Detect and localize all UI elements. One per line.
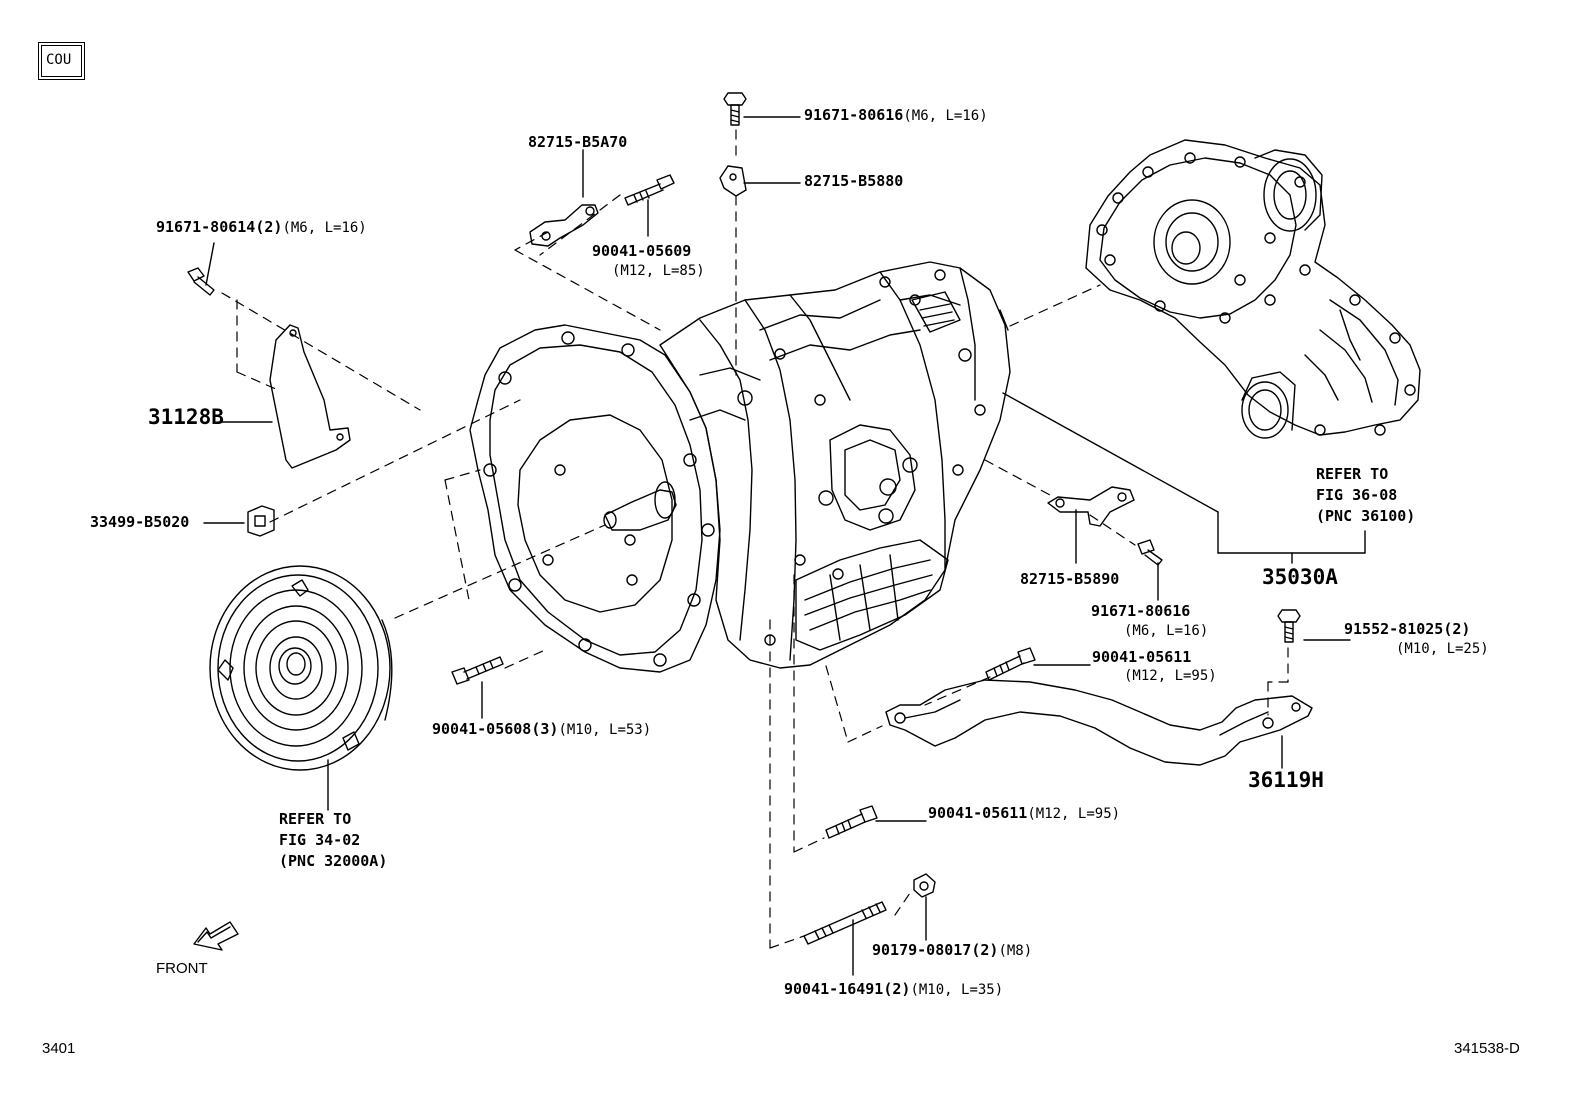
front-arrow-icon: [193, 921, 239, 951]
part-number: 90179-08017(2): [872, 941, 999, 959]
reference-line: (PNC 32000A): [279, 852, 388, 870]
part-spec: (M8): [998, 943, 1033, 959]
part-number: 90041-16491(2): [784, 980, 911, 998]
part-label-90179-08017: 90179-08017(2)(M8): [872, 941, 1032, 960]
part-label-33499-b5020: 33499-B5020: [90, 513, 189, 531]
bracket-82715-b5a70: [529, 204, 599, 247]
part-spec: (M10, L=35): [910, 982, 1004, 998]
bolt-91671-80614: [187, 267, 215, 296]
model-code: COU: [46, 52, 72, 68]
part-number: 91671-80616: [1091, 602, 1191, 620]
part-number: 82715-B5880: [804, 172, 904, 190]
part-number: 82715-B5890: [1020, 570, 1120, 588]
reference-line: FIG 34-02: [279, 831, 361, 849]
part-number: 36119H: [1248, 768, 1324, 792]
part-spec: (M6, L=16): [903, 108, 988, 124]
part-spec: (M6, L=16): [282, 220, 367, 236]
part-label-91671-80616-top: 91671-80616(M6, L=16): [804, 106, 988, 125]
part-number: 91671-80614(2): [156, 218, 283, 236]
part-number: 31128B: [148, 405, 224, 429]
bolt-top: [723, 92, 747, 126]
part-label-82715-b5a70: 82715-B5A70: [528, 133, 627, 151]
alignment-lines: [221, 129, 1289, 949]
part-spec-91552-81025: (M10, L=25): [1396, 641, 1489, 657]
part-spec-90041-05609: (M12, L=85): [612, 263, 705, 279]
part-number: 91671-80616: [804, 106, 904, 124]
part-label-82715-b5880: 82715-B5880: [804, 172, 903, 190]
reference-line: (PNC 36100): [1316, 507, 1416, 525]
bolt-90041-05608: [451, 656, 504, 685]
bracket-82715-b5880: [719, 165, 747, 197]
bracket-82715-b5890: [1047, 486, 1135, 527]
reference-line: REFER TO: [279, 810, 352, 828]
part-label-91671-80616-mid: 91671-80616: [1091, 602, 1190, 620]
bolt-91671-80616-mid: [1137, 539, 1163, 566]
part-spec-90041-05611-a: (M12, L=95): [1124, 668, 1217, 684]
nut-90179-08017: [913, 873, 936, 898]
part-number: 90041-05608(3): [432, 720, 559, 738]
part-number: 90041-05611: [1092, 648, 1192, 666]
part-label-36119h: 36119H: [1248, 768, 1324, 792]
part-label-90041-05611-b: 90041-05611(M12, L=95): [928, 804, 1120, 823]
reference-line: REFER TO: [1316, 465, 1389, 483]
figure-number: 3401: [42, 1040, 76, 1057]
dust-cover-31128b: [269, 324, 351, 469]
part-number: 35030A: [1262, 565, 1338, 589]
part-label-90041-05608: 90041-05608(3)(M10, L=53): [432, 720, 651, 739]
clip-33499-b5020: [247, 505, 275, 537]
bolt-90041-05611-b: [825, 805, 878, 839]
front-label: FRONT: [156, 960, 208, 977]
part-number: 90041-05609: [592, 242, 692, 260]
model-code-box: COU: [41, 45, 82, 77]
stiffener-36119h: [885, 679, 1313, 766]
part-label-91671-80614: 91671-80614(2)(M6, L=16): [156, 218, 367, 237]
part-spec-91671-80616-mid: (M6, L=16): [1124, 623, 1209, 639]
bolt-90041-05609: [624, 174, 675, 206]
reference-torque-converter: REFER TO FIG 34-02 (PNC 32000A): [279, 809, 387, 872]
part-number: 82715-B5A70: [528, 133, 628, 151]
part-label-90041-05609: 90041-05609: [592, 242, 691, 260]
illustration-id: 341538-D: [1454, 1040, 1520, 1057]
part-label-35030a: 35030A: [1262, 565, 1338, 589]
part-label-82715-b5890: 82715-B5890: [1020, 570, 1119, 588]
reference-line: FIG 36-08: [1316, 486, 1398, 504]
bolt-90041-05611-a: [985, 647, 1036, 681]
part-number: 90041-05611: [928, 804, 1028, 822]
part-label-91552-81025: 91552-81025(2): [1344, 620, 1470, 638]
stud-90041-16491: [803, 901, 887, 945]
bolt-91552-81025: [1277, 609, 1301, 643]
part-label-31128b: 31128B: [148, 405, 224, 429]
reference-transfer: REFER TO FIG 36-08 (PNC 36100): [1316, 464, 1415, 527]
leader-lines: [203, 116, 1366, 976]
part-spec: (M12, L=95): [1027, 806, 1121, 822]
part-label-90041-05611-a: 90041-05611: [1092, 648, 1191, 666]
transaxle-assembly: [469, 261, 1011, 673]
part-label-90041-16491: 90041-16491(2)(M10, L=35): [784, 980, 1003, 999]
torque-converter: [209, 565, 393, 771]
transfer-case: [1085, 139, 1421, 439]
part-number: 91552-81025(2): [1344, 620, 1471, 638]
part-spec: (M10, L=53): [558, 722, 652, 738]
part-number: 33499-B5020: [90, 513, 190, 531]
